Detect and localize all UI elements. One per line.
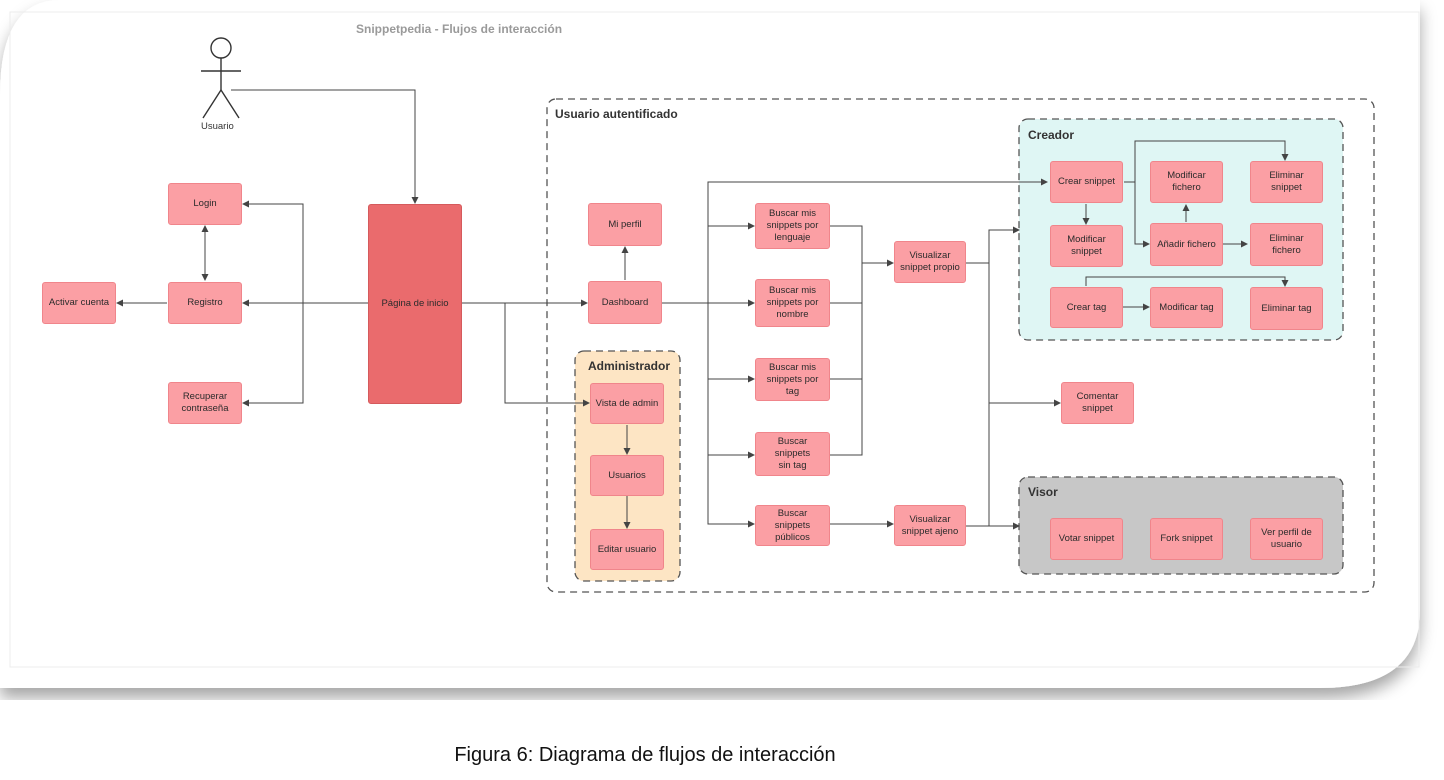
group-label-autenticado: Usuario autentificado	[555, 107, 678, 121]
diagram-canvas	[0, 0, 1420, 688]
node-vista-admin: Vista de admin	[590, 383, 664, 424]
node-visualizar-propio: Visualizar snippet propio	[894, 241, 966, 283]
node-fork-snippet: Fork snippet	[1150, 518, 1223, 560]
edge-dashboard-lenguaje	[662, 222, 755, 304]
node-recuperar-contrasena: Recuperar contraseña	[168, 382, 242, 424]
edge-lenguaje-visualizar	[830, 225, 894, 267]
node-login: Login	[168, 183, 242, 225]
page-title: Snippetpedia - Flujos de interacción	[356, 22, 563, 36]
edge-creartag-elimtag	[1085, 276, 1289, 287]
node-comentar-snippet: Comentar snippet	[1061, 382, 1134, 424]
node-modificar-snippet: Modificar snippet	[1050, 225, 1123, 267]
node-modificar-tag: Modificar tag	[1150, 287, 1223, 328]
actor-label: Usuario	[201, 121, 234, 132]
node-anadir-fichero: Añadir fichero	[1150, 223, 1223, 266]
node-activar-cuenta: Activar cuenta	[42, 282, 116, 324]
edge-sintag-visualizar	[830, 379, 863, 456]
node-editar-usuario: Editar usuario	[590, 529, 664, 570]
node-usuarios: Usuarios	[590, 455, 664, 496]
node-eliminar-fichero: Eliminar fichero	[1250, 223, 1323, 266]
group-label-creador: Creador	[1028, 128, 1075, 142]
edge-actor-inicio	[231, 89, 419, 204]
node-pagina-inicio: Página de inicio	[368, 204, 462, 404]
edge-dashboard-crear	[707, 178, 1048, 226]
group-label-visor: Visor	[1028, 485, 1058, 499]
node-eliminar-snippet: Eliminar snippet	[1250, 161, 1323, 203]
inner-border	[9, 11, 1420, 668]
node-mi-perfil: Mi perfil	[588, 203, 662, 246]
node-ver-perfil-usuario: Ver perfil de usuario	[1250, 518, 1323, 560]
edge-propio-creador	[966, 226, 1020, 264]
actor-figure	[201, 37, 241, 119]
node-visualizar-ajeno: Visualizar snippet ajeno	[894, 505, 966, 546]
node-buscar-sin-tag: Buscar snippets sin tag	[755, 432, 830, 476]
node-buscar-tag: Buscar mis snippets por tag	[755, 358, 830, 401]
figure-caption: Figura 6: Diagrama de flujos de interacc…	[454, 744, 836, 766]
node-buscar-lenguaje: Buscar mis snippets por lenguaje	[755, 203, 830, 249]
node-buscar-publicos: Buscar snippets públicos	[755, 505, 830, 546]
edge-inicio-recuperar	[242, 303, 304, 407]
node-buscar-nombre: Buscar mis snippets por nombre	[755, 279, 830, 327]
node-dashboard: Dashboard	[588, 281, 662, 324]
edge-crear-anadir	[1134, 182, 1150, 248]
diagram-frame: Snippetpedia - Flujos de interacción Usu…	[0, 0, 1420, 688]
edge-dashboard-publicos	[707, 455, 755, 528]
group-label-administrador: Administrador	[588, 359, 671, 373]
node-modificar-fichero: Modificar fichero	[1150, 161, 1223, 203]
group-autenticado	[546, 98, 1375, 593]
node-crear-tag: Crear tag	[1050, 287, 1123, 328]
node-crear-snippet: Crear snippet	[1050, 161, 1123, 203]
edge-crear-eliminar	[1124, 140, 1289, 183]
node-registro: Registro	[168, 282, 242, 324]
node-votar-snippet: Votar snippet	[1050, 518, 1123, 560]
edge-inicio-admin	[462, 302, 590, 407]
node-eliminar-tag: Eliminar tag	[1250, 287, 1323, 330]
